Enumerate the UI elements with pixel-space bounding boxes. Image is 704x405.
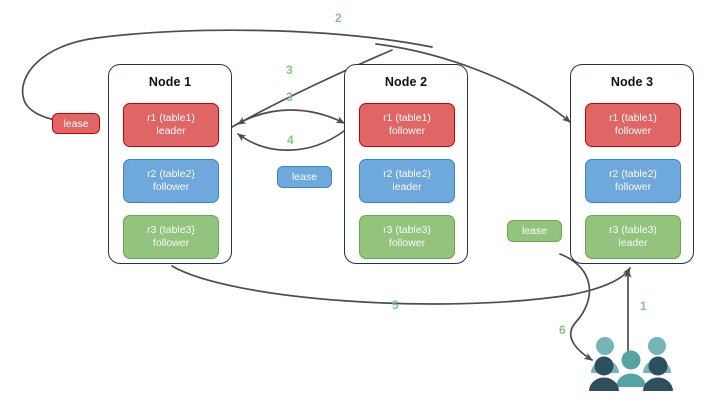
lease-label: lease [521, 225, 548, 237]
arrow-step-2 [21, 29, 433, 128]
replica-r3-node2[interactable]: r3 (table3) follower [359, 215, 455, 259]
lease-badge-blue[interactable]: lease [277, 166, 332, 188]
replica-name: r2 (table2) [383, 168, 431, 180]
replica-role: follower [388, 237, 426, 249]
replica-name: r3 (table3) [609, 224, 657, 236]
step-label-1: 1 [640, 299, 647, 313]
replica-r3-node3[interactable]: r3 (table3) leader [585, 215, 681, 259]
replica-r1-node1[interactable]: r1 (table1) leader [123, 103, 219, 147]
node-title: Node 1 [148, 75, 192, 89]
step-label-3-lower: 3 [286, 90, 293, 104]
node-box-2[interactable]: Node 2 r1 (table1) follower r2 (table2) … [344, 64, 468, 264]
arrow-step-2-to-node3 [375, 43, 571, 123]
replica-name: r2 (table2) [609, 168, 657, 180]
arrow-step-6 [559, 253, 593, 361]
replica-r1-node2[interactable]: r1 (table1) follower [359, 103, 455, 147]
node-box-3[interactable]: Node 3 r1 (table1) follower r2 (table2) … [570, 64, 694, 264]
replica-role: follower [614, 181, 652, 193]
node-box-1[interactable]: Node 1 r1 (table1) leader r2 (table2) fo… [108, 64, 232, 264]
step-label-5: 5 [392, 298, 399, 312]
arrow-step-5 [171, 265, 631, 305]
replica-role: leader [618, 237, 648, 249]
arrow-step-3-upper [237, 49, 393, 125]
replica-role: follower [152, 181, 190, 193]
replica-r2-node3[interactable]: r2 (table2) follower [585, 159, 681, 203]
step-label-2: 2 [335, 11, 342, 25]
replica-r2-node2[interactable]: r2 (table2) leader [359, 159, 455, 203]
lease-label: lease [63, 117, 89, 130]
replica-name: r1 (table1) [147, 112, 195, 124]
arrow-step-4 [237, 130, 345, 151]
step-label-4: 4 [287, 133, 294, 147]
replica-r3-node1[interactable]: r3 (table3) follower [123, 215, 219, 259]
replica-role: follower [152, 237, 190, 249]
replica-role: follower [614, 125, 652, 137]
replica-role: leader [392, 181, 422, 193]
replica-role: follower [388, 125, 426, 137]
replica-name: r1 (table1) [609, 112, 657, 124]
replica-r2-node1[interactable]: r2 (table2) follower [123, 159, 219, 203]
people-group-icon [589, 337, 673, 391]
replica-r1-node3[interactable]: r1 (table1) follower [585, 103, 681, 147]
step-label-6: 6 [559, 323, 566, 337]
lease-badge-green[interactable]: lease [507, 220, 562, 242]
node-title: Node 3 [610, 75, 654, 89]
step-label-3-upper: 3 [286, 63, 293, 77]
lease-label: lease [291, 171, 318, 183]
replica-name: r2 (table2) [147, 168, 195, 180]
node-title: Node 2 [384, 75, 428, 89]
replica-role: leader [156, 125, 186, 137]
arrow-step-3-lower [231, 109, 345, 128]
replica-name: r3 (table3) [147, 224, 195, 236]
replica-name: r3 (table3) [383, 224, 431, 236]
lease-badge-red[interactable]: lease [52, 113, 100, 134]
replica-name: r1 (table1) [383, 112, 431, 124]
